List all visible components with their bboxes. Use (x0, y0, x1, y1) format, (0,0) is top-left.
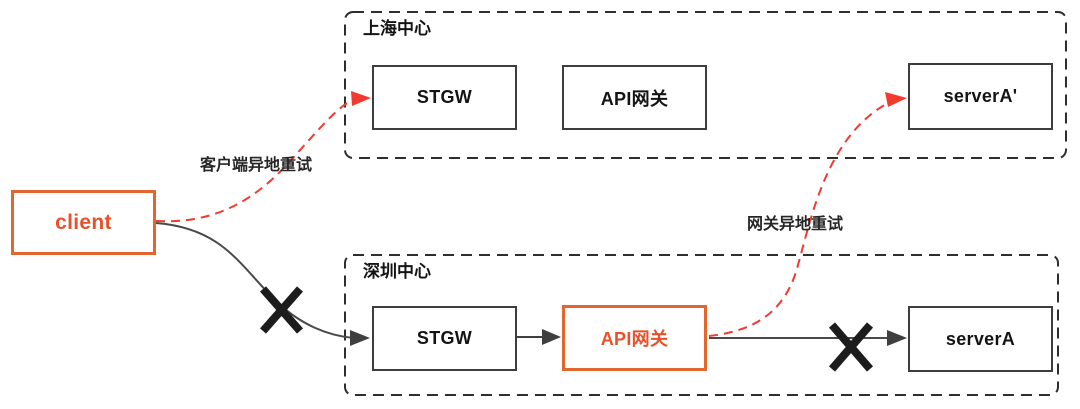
edge-client-to-shenzhen-stgw (155, 222, 355, 339)
arrowhead-client-remote-retry (351, 91, 371, 106)
arrowhead-stgw-to-api-gateway (542, 329, 561, 345)
node-shanghai-api-gateway: API网关 (562, 65, 707, 130)
failure-x-gateway-path (828, 322, 874, 372)
edge-label-gateway-remote-retry: 网关异地重试 (747, 216, 844, 233)
node-shenzhen-stgw: STGW (372, 306, 517, 371)
node-shanghai-stgw: STGW (372, 65, 517, 130)
region-title-shanghai: 上海中心 (363, 19, 431, 38)
arrowhead-gateway-remote-retry (885, 92, 907, 107)
node-shenzhen-api-gateway: API网关 (562, 305, 707, 371)
node-shenzhen-servera: serverA (908, 306, 1053, 372)
node-client: client (11, 190, 156, 255)
failure-x-client-path (259, 286, 304, 334)
region-title-shenzhen: 深圳中心 (363, 262, 431, 281)
node-shanghai-servera-prime: serverA' (908, 63, 1053, 130)
arrowhead-api-gateway-to-servera (887, 330, 907, 346)
region-box-shanghai (344, 11, 1067, 159)
edge-gateway-remote-retry (708, 102, 889, 337)
region-box-shenzhen (344, 254, 1059, 396)
arrowhead-client-to-shenzhen-stgw (350, 330, 370, 346)
edge-client-remote-retry (155, 99, 355, 223)
edge-label-client-remote-retry: 客户端异地重试 (200, 157, 313, 174)
